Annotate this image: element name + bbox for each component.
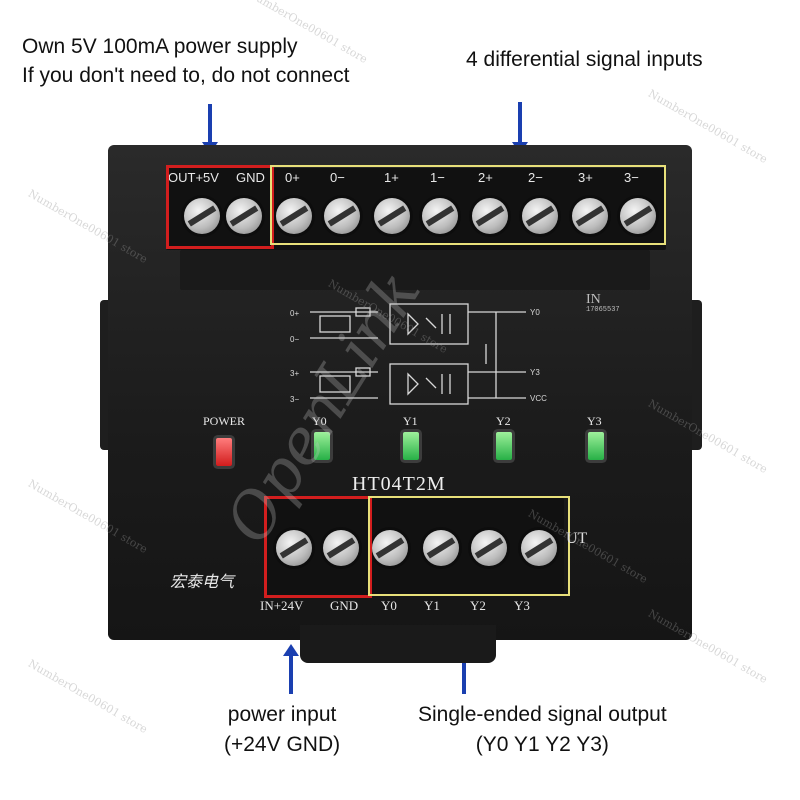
screw-terminal-in24v[interactable] (276, 530, 312, 566)
screw-terminal-2minus[interactable] (522, 198, 558, 234)
arrow-up-icon (283, 644, 299, 694)
arrow-down-icon (202, 104, 218, 154)
led-label-power: POWER (203, 414, 245, 428)
store-watermark: NumberOne00601 store (645, 606, 770, 687)
terminal-label-1plus: 1+ (384, 170, 399, 185)
signal-output-caption-line2: (Y0 Y1 Y2 Y3) (475, 733, 609, 756)
signal-output-highlight (368, 496, 570, 596)
signal-output-caption: Single-ended signal output (Y0 Y1 Y2 Y3) (418, 700, 667, 760)
screw-terminal-out5v[interactable] (184, 198, 220, 234)
screw-terminal-1minus[interactable] (422, 198, 458, 234)
power-input-caption-line1: power input (227, 703, 337, 726)
schematic-label-y0: Y0 (530, 308, 540, 317)
power-input-caption: power input (+24V GND) (224, 700, 340, 760)
terminal-label-2minus: 2− (528, 170, 543, 185)
screw-terminal-3minus[interactable] (620, 198, 656, 234)
led-label-y2: Y2 (496, 414, 511, 428)
screw-terminal-y3[interactable] (521, 530, 557, 566)
terminal-label-3minus: 3− (624, 170, 639, 185)
schematic-label-vcc: VCC (530, 394, 547, 403)
power-led (216, 438, 232, 466)
signal-output-caption-line1: Single-ended signal output (418, 703, 667, 726)
terminal-label-2plus: 2+ (478, 170, 493, 185)
model-number: HT04T2M (352, 473, 446, 495)
power-input-caption-line2: (+24V GND) (224, 733, 341, 756)
power-supply-caption: Own 5V 100mA power supply If you don't n… (22, 32, 349, 90)
screw-terminal-y0[interactable] (372, 530, 408, 566)
screw-terminal-2plus[interactable] (472, 198, 508, 234)
differential-inputs-highlight (270, 165, 666, 245)
terminal-label-gnd-in: GND (330, 598, 359, 613)
terminal-label-y0: Y0 (381, 598, 397, 613)
schematic-label-y3: Y3 (530, 368, 540, 377)
power-supply-caption-line1: Own 5V 100mA power supply (22, 35, 298, 58)
terminal-label-y3: Y3 (514, 598, 530, 613)
screw-terminal-0plus[interactable] (276, 198, 312, 234)
power-supply-caption-line2: If you don't need to, do not connect (22, 64, 350, 87)
serial-number: 17065537 (586, 306, 620, 314)
schematic-label-3minus: 3− (290, 395, 299, 404)
terminal-label-y2: Y2 (470, 598, 486, 613)
power-input-highlight (264, 496, 372, 598)
terminal-label-3plus: 3+ (578, 170, 593, 185)
y2-led (496, 432, 512, 460)
terminal-label-out5v: OUT+5V (168, 170, 219, 185)
terminal-label-1minus: 1− (430, 170, 445, 185)
power-supply-highlight (166, 165, 274, 249)
schematic-label-0minus: 0− (290, 335, 299, 344)
schematic-label-3plus: 3+ (290, 369, 299, 378)
din-rail-tab (300, 625, 496, 663)
optocoupler-schematic: 0+ 0− 3+ 3− Y0 Y3 VCC (290, 303, 547, 405)
screw-terminal-1plus[interactable] (374, 198, 410, 234)
input-side-label: IN (586, 292, 601, 307)
arrow-down-icon (512, 102, 528, 154)
screw-terminal-gnd[interactable] (226, 198, 262, 234)
screw-terminal-y2[interactable] (471, 530, 507, 566)
screw-terminal-0minus[interactable] (324, 198, 360, 234)
output-side-label: UT (566, 530, 588, 547)
terminal-label-y1: Y1 (424, 598, 440, 613)
manufacturer-label: 宏泰电气 (170, 572, 235, 591)
schematic-label-0plus: 0+ (290, 309, 299, 318)
top-terminal-base (180, 250, 650, 290)
screw-terminal-gnd-in[interactable] (323, 530, 359, 566)
led-label-y0: Y0 (312, 414, 327, 428)
y1-led (403, 432, 419, 460)
screw-terminal-3plus[interactable] (572, 198, 608, 234)
differential-inputs-caption: 4 differential signal inputs (466, 48, 703, 71)
terminal-label-0minus: 0− (330, 170, 345, 185)
terminal-label-0plus: 0+ (285, 170, 300, 185)
led-label-y3: Y3 (587, 414, 602, 428)
y0-led (314, 432, 330, 460)
led-label-y1: Y1 (403, 414, 418, 428)
screw-terminal-y1[interactable] (423, 530, 459, 566)
y3-led (588, 432, 604, 460)
store-watermark: NumberOne00601 store (25, 656, 150, 737)
terminal-label-gnd: GND (236, 170, 265, 185)
terminal-label-in24v: IN+24V (260, 598, 304, 613)
bottom-terminal-strip (264, 498, 564, 596)
